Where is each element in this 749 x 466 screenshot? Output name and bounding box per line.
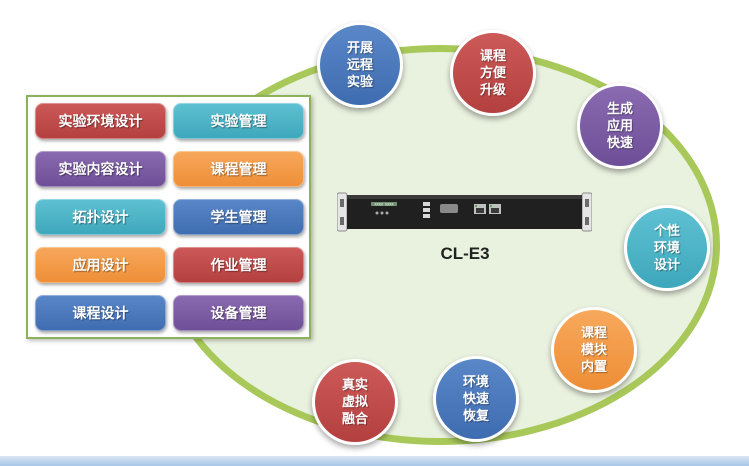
grid-item-topology-design: 拓扑设计 <box>35 199 166 235</box>
grid-item-experiment-management: 实验管理 <box>173 103 304 139</box>
grid-item-homework-management: 作业管理 <box>173 247 304 283</box>
feature-remote-experiment: 开展 远程 实验 <box>317 22 403 108</box>
grid-item-device-management: 设备管理 <box>173 295 304 331</box>
grid-item-experiment-content-design: 实验内容设计 <box>35 151 166 187</box>
feature-custom-env-design: 个性 环境 设计 <box>624 205 710 291</box>
feature-builtin-course-modules: 课程 模块 内置 <box>551 307 637 393</box>
feature-fast-app-generation: 生成 应用 快速 <box>577 83 663 169</box>
grid-item-experiment-env-design: 实验环境设计 <box>35 103 166 139</box>
grid-item-student-management: 学生管理 <box>173 199 304 235</box>
grid-item-application-design: 应用设计 <box>35 247 166 283</box>
device-front-text: XXXX XXXX <box>375 203 395 207</box>
function-panel: 实验环境设计 实验管理 实验内容设计 课程管理 拓扑设计 学生管理 应用设计 作… <box>26 95 311 339</box>
bottom-bar <box>0 456 749 466</box>
device-model-label: CL-E3 <box>440 244 490 263</box>
feature-easy-upgrade: 课程 方便 升级 <box>450 30 536 116</box>
cl-e3-device-image: XXXX XXXX <box>337 192 592 232</box>
grid-item-course-design: 课程设计 <box>35 295 166 331</box>
feature-fast-env-recovery: 环境 快速 恢复 <box>433 356 519 442</box>
grid-item-course-management: 课程管理 <box>173 151 304 187</box>
feature-real-virtual-fusion: 真实 虚拟 融合 <box>312 359 398 445</box>
